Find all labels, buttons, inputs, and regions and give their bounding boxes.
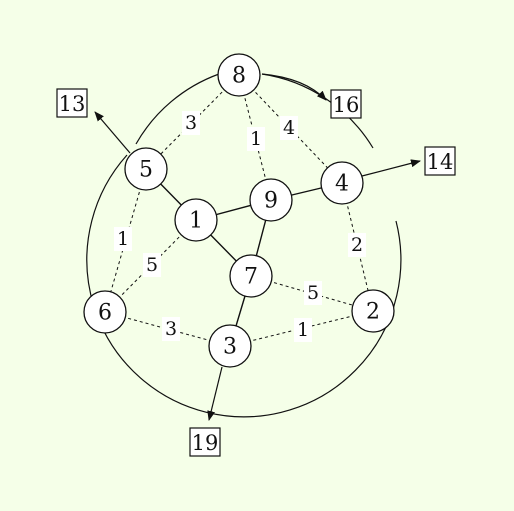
edge-weight-label: 3	[162, 317, 180, 341]
edge-weight-background	[294, 318, 312, 342]
terminal-box-label: 16	[333, 93, 360, 117]
terminal-box-frame	[56, 88, 88, 118]
node-circle	[351, 289, 395, 333]
node-8: 8	[217, 53, 261, 97]
terminal-arrow-19	[207, 366, 223, 421]
edge-weight-background	[280, 116, 298, 140]
edge-weight-text: 4	[283, 117, 295, 139]
edge-weight-text: 5	[307, 282, 319, 304]
node-circle	[249, 178, 293, 222]
terminal-box-frame	[424, 146, 456, 176]
node-4: 4	[320, 161, 364, 205]
node-label: 3	[223, 335, 237, 360]
edge-weight-background	[182, 111, 200, 135]
node-label: 9	[264, 189, 278, 214]
node-circle	[217, 53, 261, 97]
edge-weight-label: 1	[247, 127, 265, 151]
terminal-box-label: 19	[192, 431, 219, 455]
terminal-arrow-13	[94, 111, 131, 154]
node-label: 7	[244, 265, 258, 290]
edge-weight-text: 5	[146, 254, 158, 276]
node-7: 7	[229, 254, 273, 298]
edge-weight-text: 1	[250, 128, 262, 150]
node-circle	[320, 161, 364, 205]
node-label: 5	[139, 158, 153, 183]
terminal-box-frame	[330, 89, 362, 119]
terminal-box-16: 16	[330, 89, 362, 119]
boundary-circle-arc	[135, 73, 220, 145]
edge-weight-background	[143, 253, 161, 277]
terminal-box-label: 14	[427, 150, 454, 174]
edge-weight-label: 1	[294, 318, 312, 342]
node-circle	[174, 198, 218, 242]
node-label: 8	[232, 64, 246, 89]
edge-weight-text: 1	[297, 319, 309, 341]
terminal-box-label: 13	[59, 92, 86, 116]
node-label: 2	[366, 300, 380, 325]
edge-weight-background	[114, 227, 132, 251]
edge-weight-text: 1	[117, 228, 129, 250]
terminal-arrow-14	[361, 159, 421, 177]
edge-weight-label: 4	[280, 116, 298, 140]
node-label: 4	[335, 172, 349, 197]
node-6: 6	[83, 290, 127, 334]
node-label: 1	[189, 209, 203, 234]
edge-weight-background	[247, 127, 265, 151]
node-circle	[83, 290, 127, 334]
node-5: 5	[124, 147, 168, 191]
edge-weight-text: 3	[165, 318, 177, 340]
edge-weight-background	[348, 233, 366, 257]
edge-weight-text: 3	[185, 112, 197, 134]
node-circle	[208, 324, 252, 368]
terminal-arrow-16	[261, 73, 327, 101]
edge-weight-text: 2	[351, 234, 363, 256]
node-circle	[124, 147, 168, 191]
terminal-box-14: 14	[424, 146, 456, 176]
node-circle	[229, 254, 273, 298]
terminal-box-13: 13	[56, 88, 88, 118]
edge-weight-background	[304, 281, 322, 305]
edge-weight-background	[162, 317, 180, 341]
node-label: 6	[98, 301, 112, 326]
edge-weight-label: 5	[304, 281, 322, 305]
edge-weight-label: 3	[182, 111, 200, 135]
node-9: 9	[249, 178, 293, 222]
node-1: 1	[174, 198, 218, 242]
edge-weight-label: 1	[114, 227, 132, 251]
terminal-box-frame	[189, 427, 221, 457]
edge-4-2	[341, 182, 374, 312]
terminal-box-19: 19	[189, 427, 221, 457]
node-3: 3	[208, 324, 252, 368]
edge-weight-label: 2	[348, 233, 366, 257]
edge-weight-label: 5	[143, 253, 161, 277]
node-2: 2	[351, 289, 395, 333]
